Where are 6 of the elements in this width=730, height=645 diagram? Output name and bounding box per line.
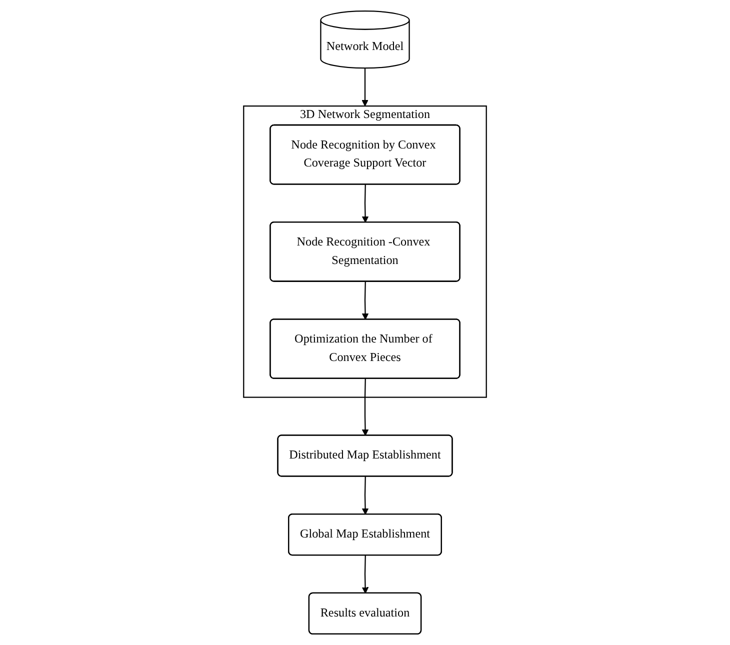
arrow <box>362 282 369 320</box>
arrow <box>362 184 369 223</box>
arrow <box>362 476 369 515</box>
arrow <box>362 378 369 436</box>
arrow <box>362 68 368 106</box>
arrow <box>362 555 369 594</box>
